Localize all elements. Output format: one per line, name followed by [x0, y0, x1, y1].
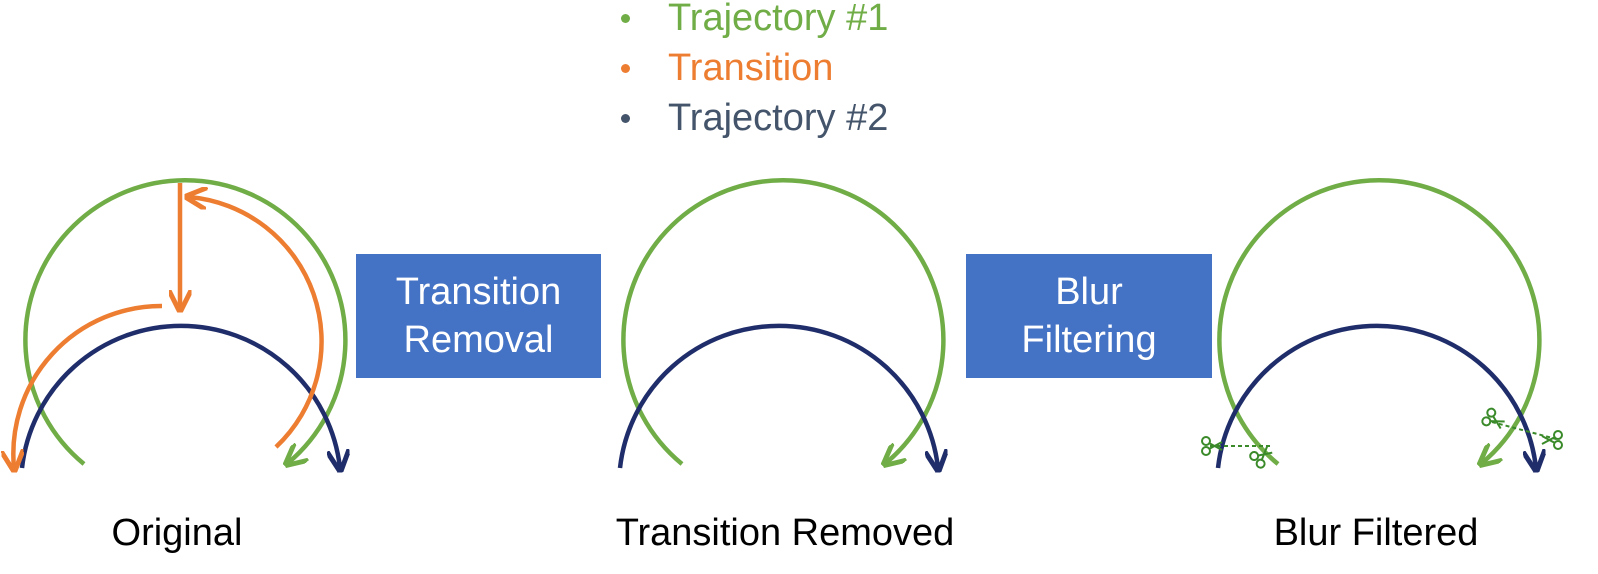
transition-arc-right	[189, 197, 324, 449]
panel-original	[13, 178, 348, 468]
step-box-line-2: Removal	[403, 319, 554, 361]
transition-arc-left	[13, 303, 163, 468]
scissors-icon	[1249, 446, 1273, 469]
legend-item-trajectory-1: Trajectory #1	[618, 0, 888, 40]
trajectory-1-arc	[621, 178, 946, 464]
legend-item-transition: Transition	[618, 46, 833, 90]
caption-original: Original	[111, 512, 243, 554]
panel-blur-filtered	[1201, 178, 1563, 469]
trajectory-2-arc	[19, 323, 340, 468]
legend-bullet-icon	[621, 113, 630, 123]
step-box-blur-filtering: Blur Filtering	[966, 254, 1212, 378]
trajectory-2-arc	[1215, 323, 1536, 468]
scissors-icon	[1201, 436, 1223, 456]
step-box-line-1: Blur	[1055, 271, 1123, 313]
legend-bullet-icon	[621, 63, 630, 73]
legend-bullet-icon	[621, 13, 630, 23]
trajectory-1-arc	[1217, 178, 1542, 464]
trajectory-2-arc	[617, 323, 938, 468]
legend-item-trajectory-2: Trajectory #2	[618, 96, 888, 140]
step-box-line-1: Transition	[395, 271, 562, 313]
trajectory-1-arc	[23, 178, 348, 464]
caption-blur-filtered: Blur Filtered	[1273, 512, 1479, 554]
scissors-icon	[1481, 407, 1505, 429]
panel-transition-removed	[617, 178, 946, 468]
legend-label-trajectory-1: Trajectory #1	[668, 0, 889, 39]
step-box-line-2: Filtering	[1021, 319, 1157, 361]
cut-line-right	[1491, 421, 1561, 441]
step-box-transition-removal: Transition Removal	[356, 254, 601, 378]
legend-label-transition: Transition	[668, 46, 834, 89]
legend-label-trajectory-2: Trajectory #2	[668, 96, 889, 139]
caption-transition-removed: Transition Removed	[615, 512, 955, 554]
scissors-icon	[1541, 430, 1563, 450]
